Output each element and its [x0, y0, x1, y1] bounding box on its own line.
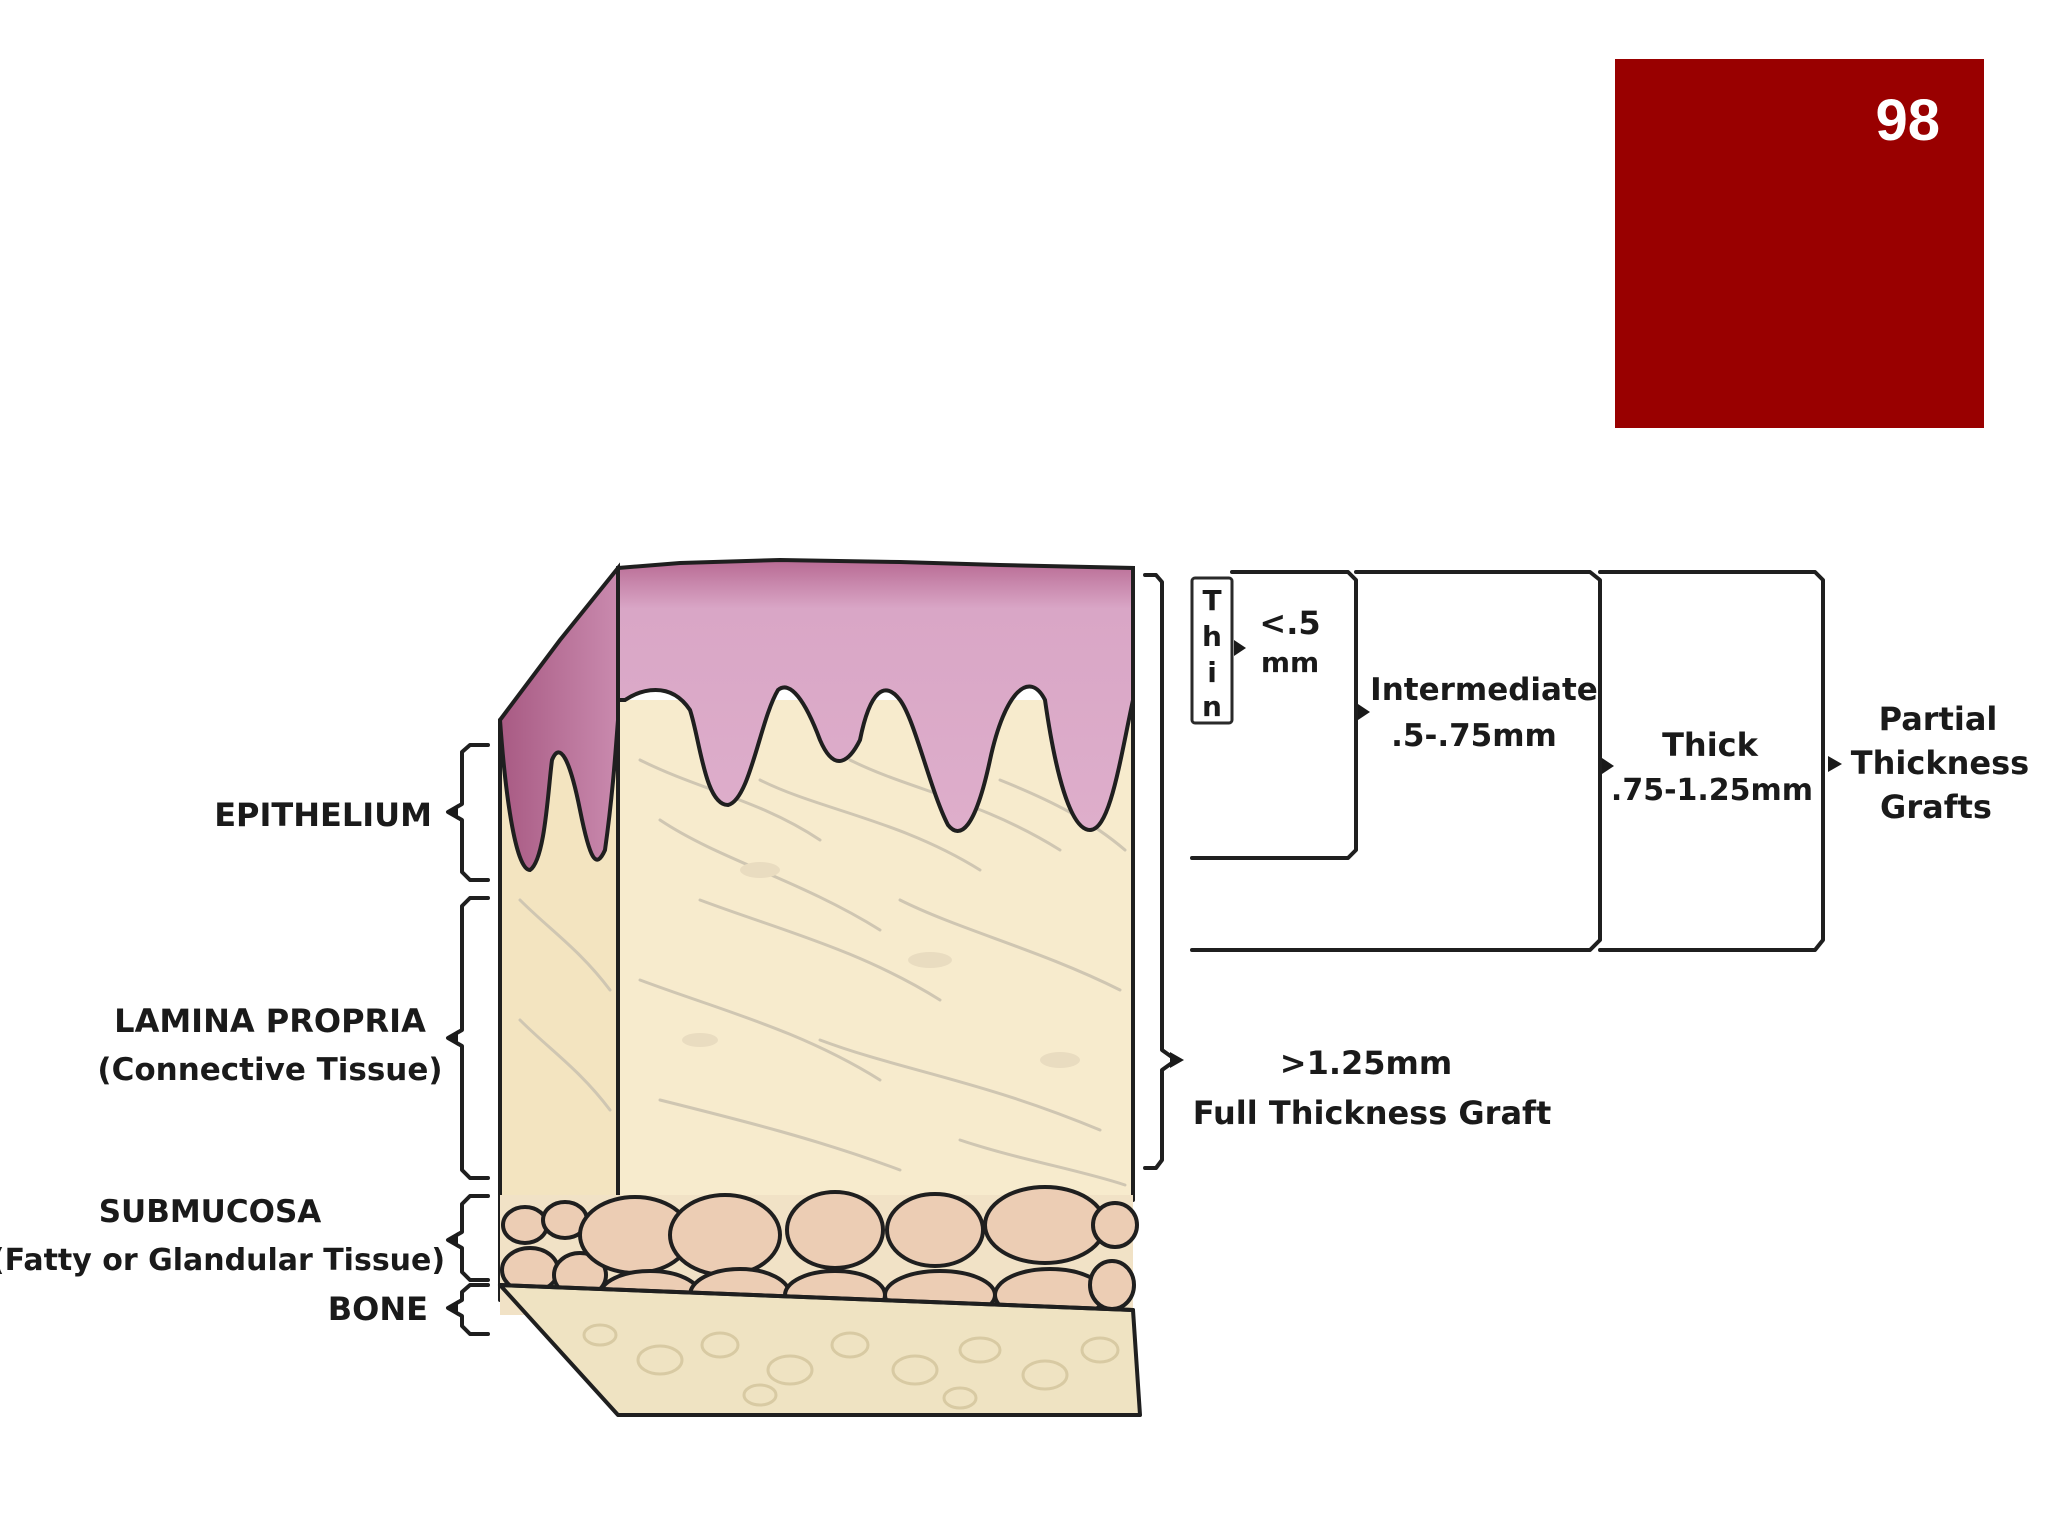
connective-fibers — [518, 758, 1127, 1187]
slide-number: 98 — [1875, 88, 1940, 153]
label-lamina-propria: LAMINA PROPRIA — [114, 1002, 426, 1040]
thin-value-line1: <.5 — [1259, 604, 1320, 642]
thin-box — [1190, 576, 1234, 725]
thick-label: Thick — [1662, 726, 1759, 764]
epithelium-front — [616, 557, 1135, 833]
lamina-propria-front — [618, 700, 1133, 1200]
label-submucosa: SUBMUCOSA — [99, 1194, 322, 1230]
thick-arrow — [1602, 758, 1614, 774]
label-lamina-propria-sub: (Connective Tissue) — [97, 1052, 442, 1088]
full-thickness-value: >1.25mm — [1280, 1044, 1452, 1082]
label-epithelium: EPITHELIUM — [214, 796, 432, 834]
thin-letter-4: n — [1202, 690, 1222, 723]
partial-arrow — [1828, 756, 1842, 772]
thin-letter-1: T — [1202, 584, 1221, 617]
tissue-block — [497, 557, 1142, 1417]
epithelium-side — [497, 562, 620, 873]
partial-line2: Thickness — [1851, 744, 2029, 782]
intermediate-range: .5-.75mm — [1391, 718, 1557, 754]
intermediate-arrow — [1358, 704, 1370, 720]
full-arrow — [1170, 1052, 1184, 1068]
submucosa-arrow — [446, 1232, 458, 1248]
thin-value-line2: mm — [1261, 646, 1319, 679]
label-bone: BONE — [328, 1290, 428, 1328]
partial-line1: Partial — [1879, 700, 1998, 738]
thin-arrow — [1234, 640, 1246, 656]
epithelium-arrow — [446, 804, 458, 820]
thin-letter-3: i — [1207, 656, 1217, 689]
bone-arrow — [446, 1300, 458, 1316]
full-thickness-label: Full Thickness Graft — [1193, 1094, 1552, 1132]
thin-letter-2: h — [1202, 620, 1222, 653]
bone-trabeculae — [582, 1323, 1120, 1410]
partial-line3: Grafts — [1880, 788, 1992, 826]
intermediate-label: Intermediate — [1370, 672, 1598, 708]
thick-range: .75-1.25mm — [1611, 773, 1813, 808]
slide-number-badge: 98 — [1615, 59, 1984, 428]
label-submucosa-sub: (Fatty or Glandular Tissue) — [0, 1243, 445, 1278]
graft-brackets — [1143, 570, 1825, 1170]
lamina-arrow — [446, 1030, 458, 1046]
